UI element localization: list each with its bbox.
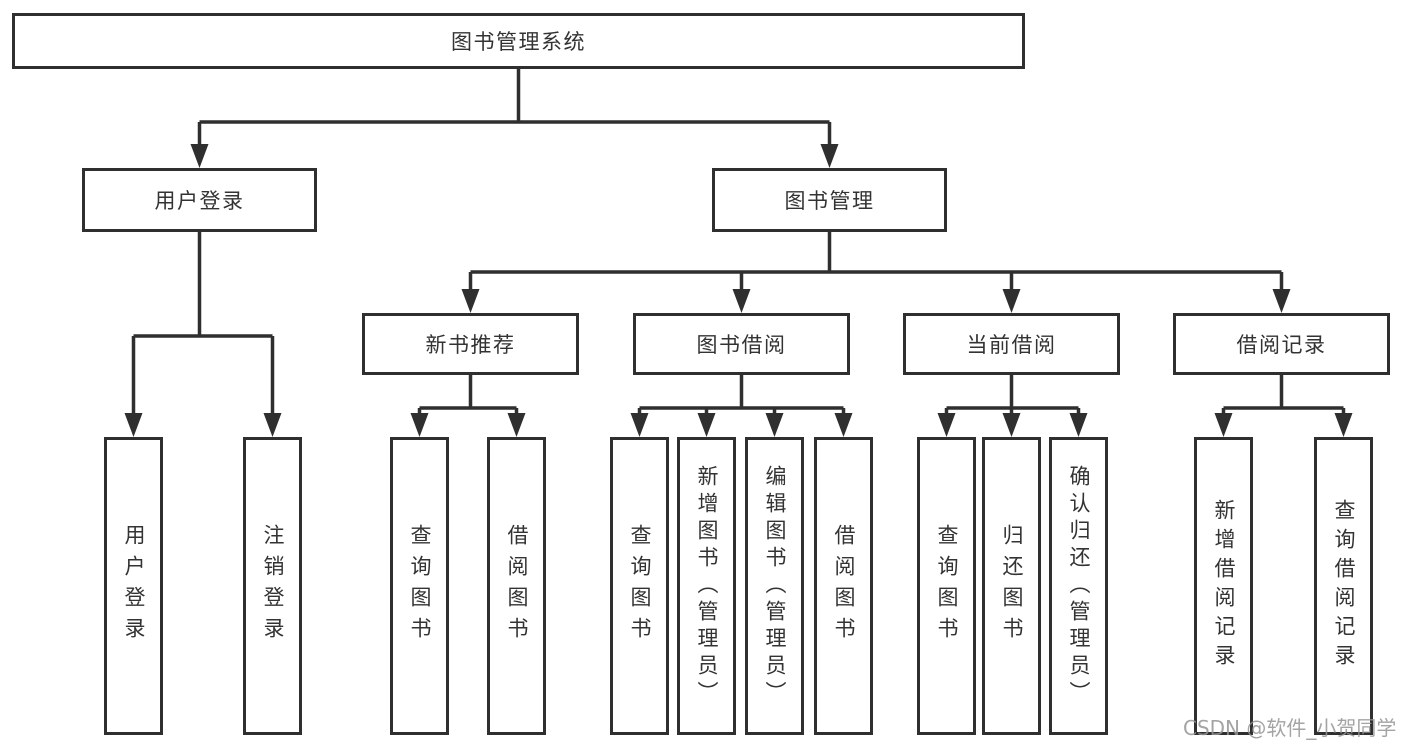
arrow-icon <box>1272 289 1291 313</box>
connector-borrowing-records-to-leaves <box>1221 375 1346 416</box>
leaf-query-books-borrowing: 查询图书 <box>610 437 669 735</box>
leaf-query-borrow-record: 查询借阅记录 <box>1314 437 1373 735</box>
leaf-add-borrow-record: 新增借阅记录 <box>1194 437 1253 735</box>
node-user-login: 用户登录 <box>82 168 317 232</box>
node-book-borrowing: 图书借阅 <box>633 313 850 375</box>
node-book-management-label: 图书管理 <box>784 189 875 213</box>
leaf-confirm-return-admin-label: 确认归还（管理员） <box>1067 464 1091 708</box>
connector-new-book-recommend-to-leaves <box>417 375 519 416</box>
arrow-icon <box>461 289 480 313</box>
leaf-add-book-admin-label: 新增图书（管理员） <box>695 464 719 708</box>
leaf-query-books-recommend-label: 查询图书 <box>408 524 432 648</box>
arrow-icon <box>697 413 716 437</box>
arrow-icon <box>507 413 526 437</box>
arrow-icon <box>410 413 429 437</box>
connector-user-login-to-leaves <box>131 232 275 414</box>
leaf-query-books-borrowing-label: 查询图书 <box>628 524 652 648</box>
arrow-icon <box>1214 413 1233 437</box>
connector-current-borrowing-to-leaves <box>944 375 1081 416</box>
leaf-query-books-current: 查询图书 <box>917 437 976 735</box>
leaf-borrow-books-recommend-label: 借阅图书 <box>505 524 529 648</box>
leaf-query-books-current-label: 查询图书 <box>935 524 959 648</box>
arrow-icon <box>1334 413 1353 437</box>
node-book-management: 图书管理 <box>712 168 947 232</box>
arrow-icon <box>1002 413 1021 437</box>
leaf-borrow-books-borrowing-label: 借阅图书 <box>832 524 856 648</box>
node-new-book-recommend-label: 新书推荐 <box>425 333 516 357</box>
node-current-borrowing: 当前借阅 <box>903 313 1120 375</box>
leaf-borrow-books-recommend: 借阅图书 <box>487 437 546 735</box>
arrow-icon <box>1002 289 1021 313</box>
leaf-query-books-recommend: 查询图书 <box>390 437 449 735</box>
node-borrowing-records-label: 借阅记录 <box>1236 333 1327 357</box>
connector-book-management-to-level3 <box>468 232 1284 291</box>
arrow-icon <box>190 144 209 168</box>
arrow-icon <box>124 413 143 437</box>
leaf-edit-book-admin: 编辑图书（管理员） <box>745 437 804 735</box>
arrow-icon <box>732 289 751 313</box>
leaf-user-login: 用户登录 <box>104 437 163 735</box>
node-new-book-recommend: 新书推荐 <box>362 313 579 375</box>
node-user-login-label: 用户登录 <box>154 189 245 213</box>
leaf-logout-label: 注销登录 <box>261 524 285 648</box>
arrow-icon <box>765 413 784 437</box>
leaf-return-books-label: 归还图书 <box>1000 524 1024 648</box>
arrow-icon <box>1069 413 1088 437</box>
leaf-query-borrow-record-label: 查询借阅记录 <box>1332 499 1356 673</box>
node-root-label: 图书管理系统 <box>451 30 586 54</box>
leaf-add-borrow-record-label: 新增借阅记录 <box>1212 499 1236 673</box>
node-root: 图书管理系统 <box>12 13 1025 69</box>
connector-book-borrowing-to-leaves <box>637 375 846 416</box>
arrow-icon <box>263 413 282 437</box>
arrow-icon <box>834 413 853 437</box>
arrow-icon <box>630 413 649 437</box>
leaf-add-book-admin: 新增图书（管理员） <box>677 437 736 735</box>
leaf-edit-book-admin-label: 编辑图书（管理员） <box>763 464 787 708</box>
watermark: CSDN @软件_小贺同学 <box>1183 716 1397 740</box>
arrow-icon <box>820 144 839 168</box>
leaf-return-books: 归还图书 <box>982 437 1041 735</box>
node-borrowing-records: 借阅记录 <box>1173 313 1390 375</box>
node-current-borrowing-label: 当前借阅 <box>966 333 1057 357</box>
connector-root-to-level2 <box>197 69 832 146</box>
leaf-user-login-label: 用户登录 <box>122 524 146 648</box>
leaf-confirm-return-admin: 确认归还（管理员） <box>1049 437 1108 735</box>
leaf-borrow-books-borrowing: 借阅图书 <box>814 437 873 735</box>
node-book-borrowing-label: 图书借阅 <box>696 333 787 357</box>
leaf-logout: 注销登录 <box>243 437 302 735</box>
arrow-icon <box>937 413 956 437</box>
